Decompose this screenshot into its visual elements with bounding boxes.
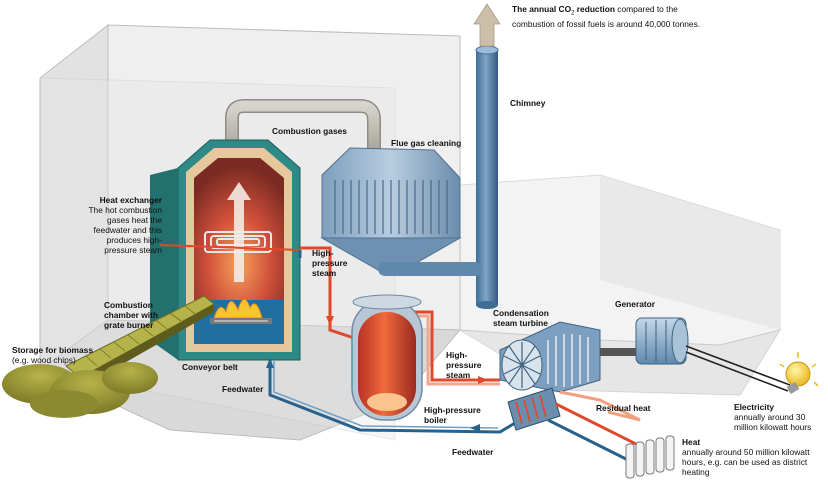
co2-label-rest: compared to the combustion of fossil fue… bbox=[512, 4, 701, 29]
biomass-storage-label: Storage for biomass (e.g. wood chips) bbox=[12, 345, 122, 365]
radiator-icon bbox=[625, 435, 675, 479]
high-pressure-boiler-label: High-pressure boiler bbox=[424, 405, 481, 425]
flue-gas-cleaner bbox=[320, 147, 482, 276]
heat-exchanger-desc: The hot combustion gases heat the feedwa… bbox=[88, 205, 162, 255]
district-heat-pipes bbox=[547, 402, 641, 464]
combustion-gases-label: Combustion gases bbox=[272, 126, 347, 136]
furnace bbox=[150, 139, 301, 361]
feedwater-bottom-label: Feedwater bbox=[452, 447, 494, 457]
feedwater-left-label: Feedwater bbox=[222, 384, 264, 394]
biomass-pile bbox=[2, 362, 158, 418]
residual-heat-exchanger bbox=[507, 387, 641, 431]
high-pressure-boiler bbox=[351, 294, 423, 421]
electricity-title: Electricity bbox=[734, 402, 775, 412]
chimney bbox=[473, 3, 501, 309]
heat-output-label: Heat annually around 50 million kilowatt… bbox=[682, 437, 810, 477]
steam-turbine bbox=[499, 321, 644, 393]
residual-heat-label: Residual heat bbox=[596, 403, 651, 413]
feedwater-pipes bbox=[266, 250, 521, 434]
condensation-turbine-label: Condensation steam turbine bbox=[493, 308, 549, 328]
co2-label-bold: The annual CO bbox=[512, 4, 572, 14]
electricity-label: Electricity annually around 30 million k… bbox=[734, 402, 826, 432]
storage-desc: (e.g. wood chips) bbox=[12, 355, 76, 365]
chimney-label: Chimney bbox=[510, 98, 546, 108]
generator-label: Generator bbox=[615, 299, 656, 309]
flue-gas-cleaning-label: Flue gas cleaning bbox=[391, 138, 462, 148]
co2-reduction-label: The annual CO2 reduction compared to the… bbox=[512, 4, 712, 29]
co2-subscript: 2 bbox=[571, 10, 575, 17]
combustion-chamber-label: Combustion chamber with grate burner bbox=[104, 300, 158, 330]
generator bbox=[635, 317, 689, 365]
power-line bbox=[685, 345, 791, 392]
storage-title: Storage for biomass bbox=[12, 345, 93, 355]
heat-exchanger-title: Heat exchanger bbox=[99, 195, 162, 205]
high-pressure-steam-mid-label: High-pressure steam bbox=[446, 350, 482, 380]
heat-title: Heat bbox=[682, 437, 701, 447]
heat-desc: annually around 50 million kilowatt hour… bbox=[682, 447, 810, 477]
heat-exchanger-label: Heat exchanger The hot combustion gases … bbox=[84, 195, 162, 255]
electricity-desc: annually around 30 million kilowatt hour… bbox=[734, 412, 812, 432]
high-pressure-steam-top-label: High-pressure steam bbox=[312, 248, 348, 278]
co2-label-bold-suffix: reduction bbox=[574, 4, 615, 14]
conveyor-belt-label: Conveyor belt bbox=[182, 362, 238, 372]
light-bulb-icon bbox=[779, 352, 819, 394]
